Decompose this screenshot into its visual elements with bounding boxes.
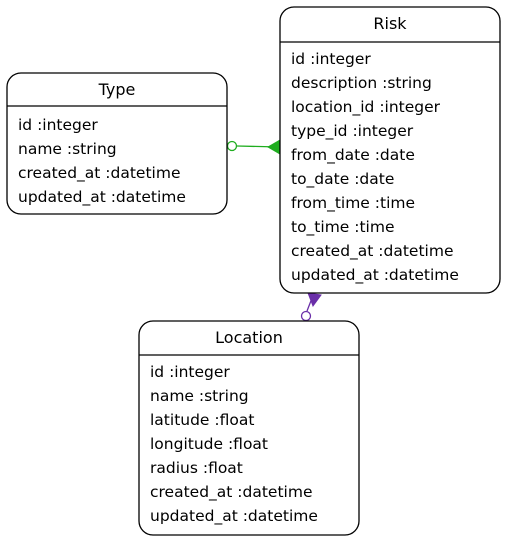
crows-foot-many-icon xyxy=(267,139,281,155)
entity-field: updated_at :datetime xyxy=(150,507,318,526)
entity-field: id :integer xyxy=(18,116,98,134)
entity-field: updated_at :datetime xyxy=(18,188,186,207)
entity-field: to_date :date xyxy=(291,170,394,189)
entity-field: location_id :integer xyxy=(291,98,441,117)
entity-type: Type id :integer name :string created_at… xyxy=(6,72,228,215)
entity-field: created_at :datetime xyxy=(18,164,181,183)
entity-field: id :integer xyxy=(150,363,230,381)
entity-title-location: Location xyxy=(215,328,283,347)
entity-field: name :string xyxy=(18,140,117,158)
entity-location: Location id :integer name :string latitu… xyxy=(138,320,360,536)
entity-field: type_id :integer xyxy=(291,122,414,141)
entity-field: to_time :time xyxy=(291,218,395,237)
relationship-type-risk xyxy=(226,139,281,155)
entity-field: longitude :float xyxy=(150,435,268,453)
entity-field: created_at :datetime xyxy=(291,242,454,261)
entity-field: updated_at :datetime xyxy=(291,266,459,285)
entity-title-risk: Risk xyxy=(373,14,407,33)
entity-field: name :string xyxy=(150,387,249,405)
entity-field: id :integer xyxy=(291,50,371,68)
entity-field: description :string xyxy=(291,74,432,92)
entity-field: from_date :date xyxy=(291,146,415,165)
entity-field: created_at :datetime xyxy=(150,483,313,502)
crows-foot-many-icon xyxy=(307,292,322,308)
entity-field: from_time :time xyxy=(291,194,415,213)
entity-box xyxy=(6,72,228,215)
entity-box xyxy=(138,320,360,536)
zero-or-one-marker-icon xyxy=(226,140,238,152)
entity-field: radius :float xyxy=(150,459,243,477)
entity-box xyxy=(279,6,501,294)
entity-risk: Risk id :integer description :string loc… xyxy=(279,6,501,294)
entity-field: latitude :float xyxy=(150,411,254,429)
entity-title-type: Type xyxy=(98,80,136,99)
relationship-risk-location xyxy=(300,292,322,322)
zero-or-one-marker-icon xyxy=(300,310,312,322)
